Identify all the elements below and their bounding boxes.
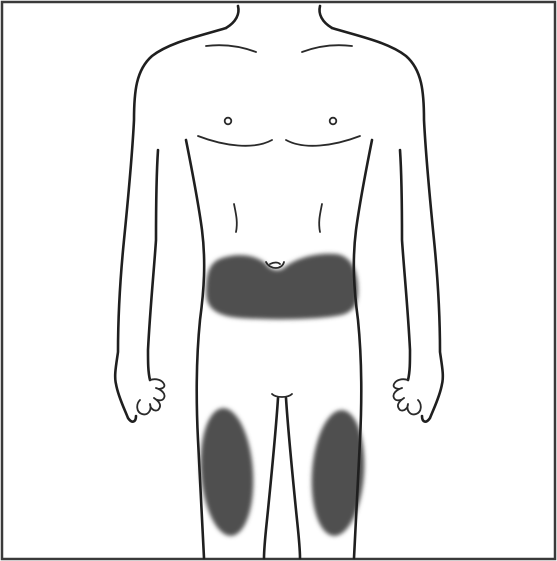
body-diagram	[0, 0, 557, 561]
diagram-frame	[0, 0, 557, 561]
